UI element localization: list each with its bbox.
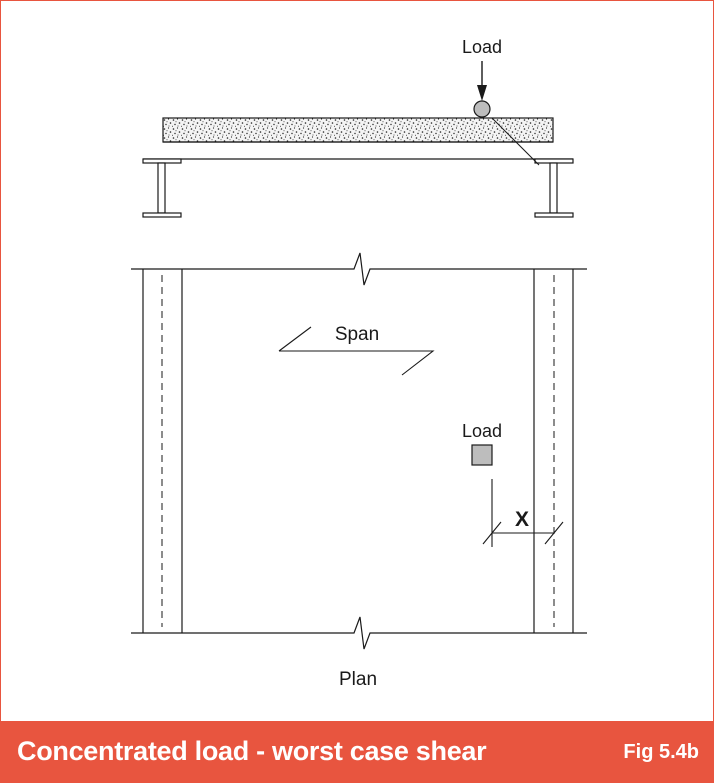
plan-left-beam <box>142 269 183 633</box>
concrete-slab <box>162 117 554 143</box>
caption-title: Concentrated load - worst case shear <box>17 736 487 766</box>
caption-bar: Concentrated load - worst case shear Fig… <box>1 721 713 782</box>
plan-bottom-edge <box>131 616 587 650</box>
dimension-x-label: X <box>515 508 529 531</box>
span-direction-symbol <box>278 326 435 376</box>
shear-plane-line <box>491 117 540 166</box>
load-bearing-circle <box>473 100 491 118</box>
right-steel-beam <box>534 158 574 218</box>
span-label: Span <box>335 324 379 345</box>
plan-view <box>131 252 587 650</box>
plan-load-patch <box>471 444 493 466</box>
plan-top-edge <box>131 252 587 286</box>
dimension-x <box>482 479 564 547</box>
section-view <box>142 61 574 218</box>
left-steel-beam <box>142 158 182 218</box>
plan-load-label: Load <box>462 421 502 441</box>
diagram-canvas: Load <box>131 37 587 690</box>
plan-right-beam <box>533 269 574 633</box>
figure-number: Fig 5.4b <box>623 741 699 763</box>
plan-label: Plan <box>339 669 377 690</box>
section-load-label: Load <box>462 37 502 57</box>
load-arrow-head <box>477 85 487 101</box>
